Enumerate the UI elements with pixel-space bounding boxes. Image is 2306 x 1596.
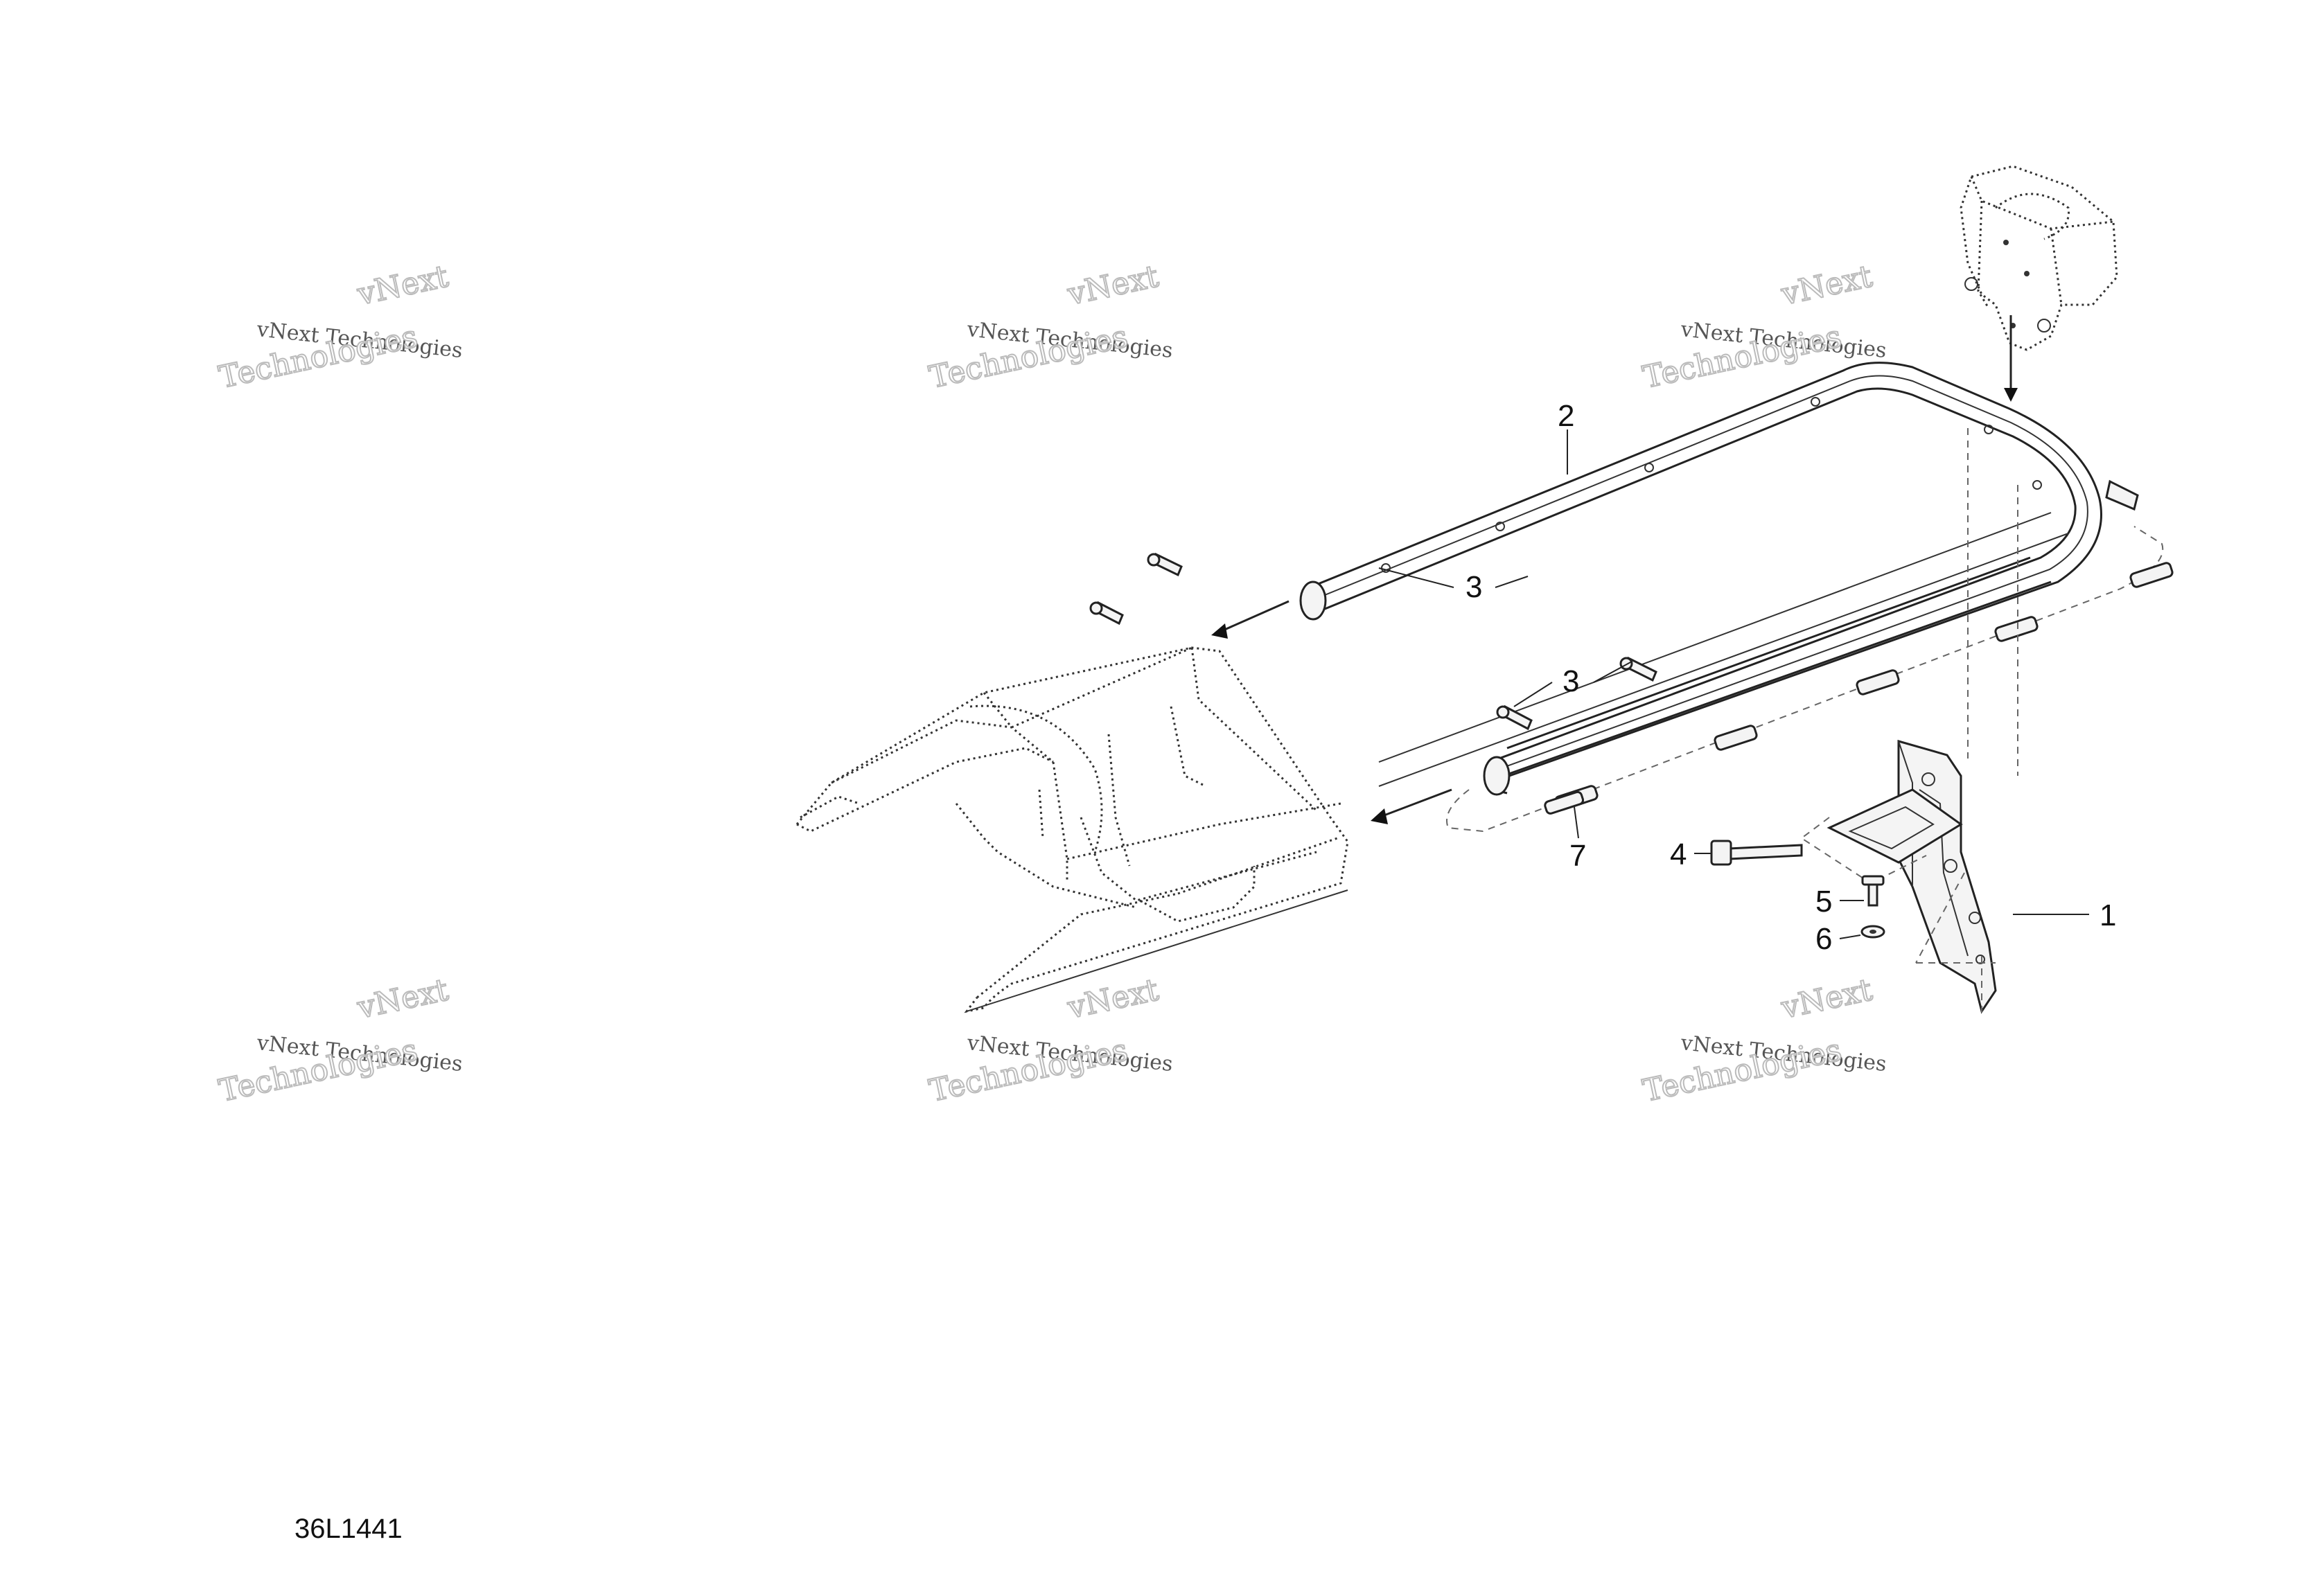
watermark-word-vnext: vNext xyxy=(1778,972,1876,1026)
washer-6 xyxy=(1860,925,1885,939)
bracket-outline xyxy=(1800,817,1927,885)
bolt-5 xyxy=(1861,875,1885,907)
rear-bracket-housing xyxy=(1960,165,2118,351)
rail-assembly xyxy=(1299,362,2139,796)
callout-label-7: 7 xyxy=(1569,839,1586,873)
callout-label-1: 1 xyxy=(2100,898,2116,932)
assembly-arrowhead xyxy=(1371,808,1388,824)
bolt-4 xyxy=(1710,840,1803,866)
pad-7 xyxy=(1544,562,2174,815)
callout-label-4: 4 xyxy=(1670,837,1687,871)
bolt-3-upper-right xyxy=(1147,552,1183,577)
callout-leader-3a xyxy=(1495,576,1529,588)
callout-label-3: 3 xyxy=(1563,664,1579,698)
watermark-word-vnext: vNext xyxy=(1778,258,1876,312)
assembly-arrow-line xyxy=(1222,600,1290,632)
watermark-bottom-left: vNext vNext Technologies Technologies xyxy=(215,971,464,1109)
rear-body-section xyxy=(795,646,1349,1013)
drawing-code: 36L1441 xyxy=(294,1514,403,1544)
assembly-arrowhead xyxy=(1211,623,1228,639)
callout-label-2: 2 xyxy=(1558,399,1574,433)
watermark-word-vnext: vNext xyxy=(1064,258,1162,312)
callout-label-5: 5 xyxy=(1815,885,1832,919)
watermark-top-right: vNext vNext Technologies Technologies xyxy=(1639,258,1888,396)
pad-outline xyxy=(1446,526,2164,833)
bolt-3-lower-left xyxy=(1496,704,1533,731)
watermark-bottom-right: vNext vNext Technologies Technologies xyxy=(1639,971,1888,1109)
callout-leader-3a xyxy=(1378,567,1454,588)
watermark-top-center: vNext vNext Technologies Technologies xyxy=(926,258,1174,396)
callout-leader-3b xyxy=(1593,661,1632,683)
watermark-word-vnext: vNext xyxy=(1064,972,1162,1026)
bolt-3-upper-left xyxy=(1089,601,1124,626)
watermark-top-left: vNext vNext Technologies Technologies xyxy=(215,258,464,396)
watermark-word-vnext: vNext xyxy=(354,972,452,1026)
assembly-arrowhead xyxy=(2004,388,2018,402)
callout-leader-7 xyxy=(1574,806,1579,839)
callout-label-3: 3 xyxy=(1466,570,1482,604)
callout-leader-6 xyxy=(1839,934,1861,939)
callout-label-6: 6 xyxy=(1815,922,1832,956)
mount-bracket xyxy=(1827,740,1997,1014)
callout-leader-3b xyxy=(1513,682,1553,707)
watermark-bottom-center: vNext vNext Technologies Technologies xyxy=(926,971,1174,1109)
assembly-arrow-line xyxy=(1382,788,1452,817)
watermark-word-vnext: vNext xyxy=(354,258,452,312)
alignment-line xyxy=(1915,872,1965,964)
